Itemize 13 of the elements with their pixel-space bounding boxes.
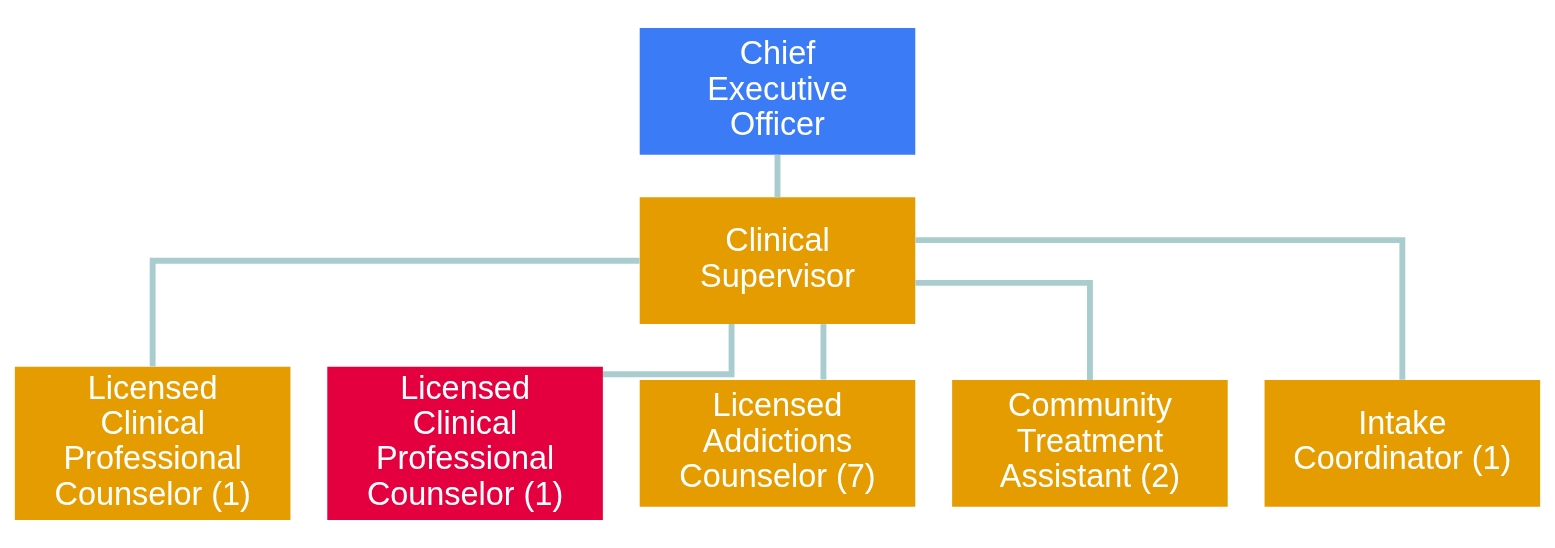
connector	[774, 154, 781, 198]
connector	[149, 257, 640, 367]
node-box: Clinical Supervisor	[639, 197, 916, 325]
connector	[915, 279, 1093, 380]
connector	[915, 237, 1406, 380]
node-box: Community Treatment Assistant (2)	[952, 380, 1228, 507]
node-box: Licensed Clinical Professional Counselor (1)	[14, 366, 291, 521]
node-box: Licensed Clinical Professional Counselor (1)	[327, 366, 603, 521]
node-box: Chief Executive Officer	[639, 27, 916, 155]
node-box: Intake Coordinator (1)	[1264, 380, 1541, 507]
connector	[820, 324, 827, 380]
node-box: Licensed Addictions Counselor (7)	[639, 380, 916, 507]
connector	[603, 324, 735, 378]
